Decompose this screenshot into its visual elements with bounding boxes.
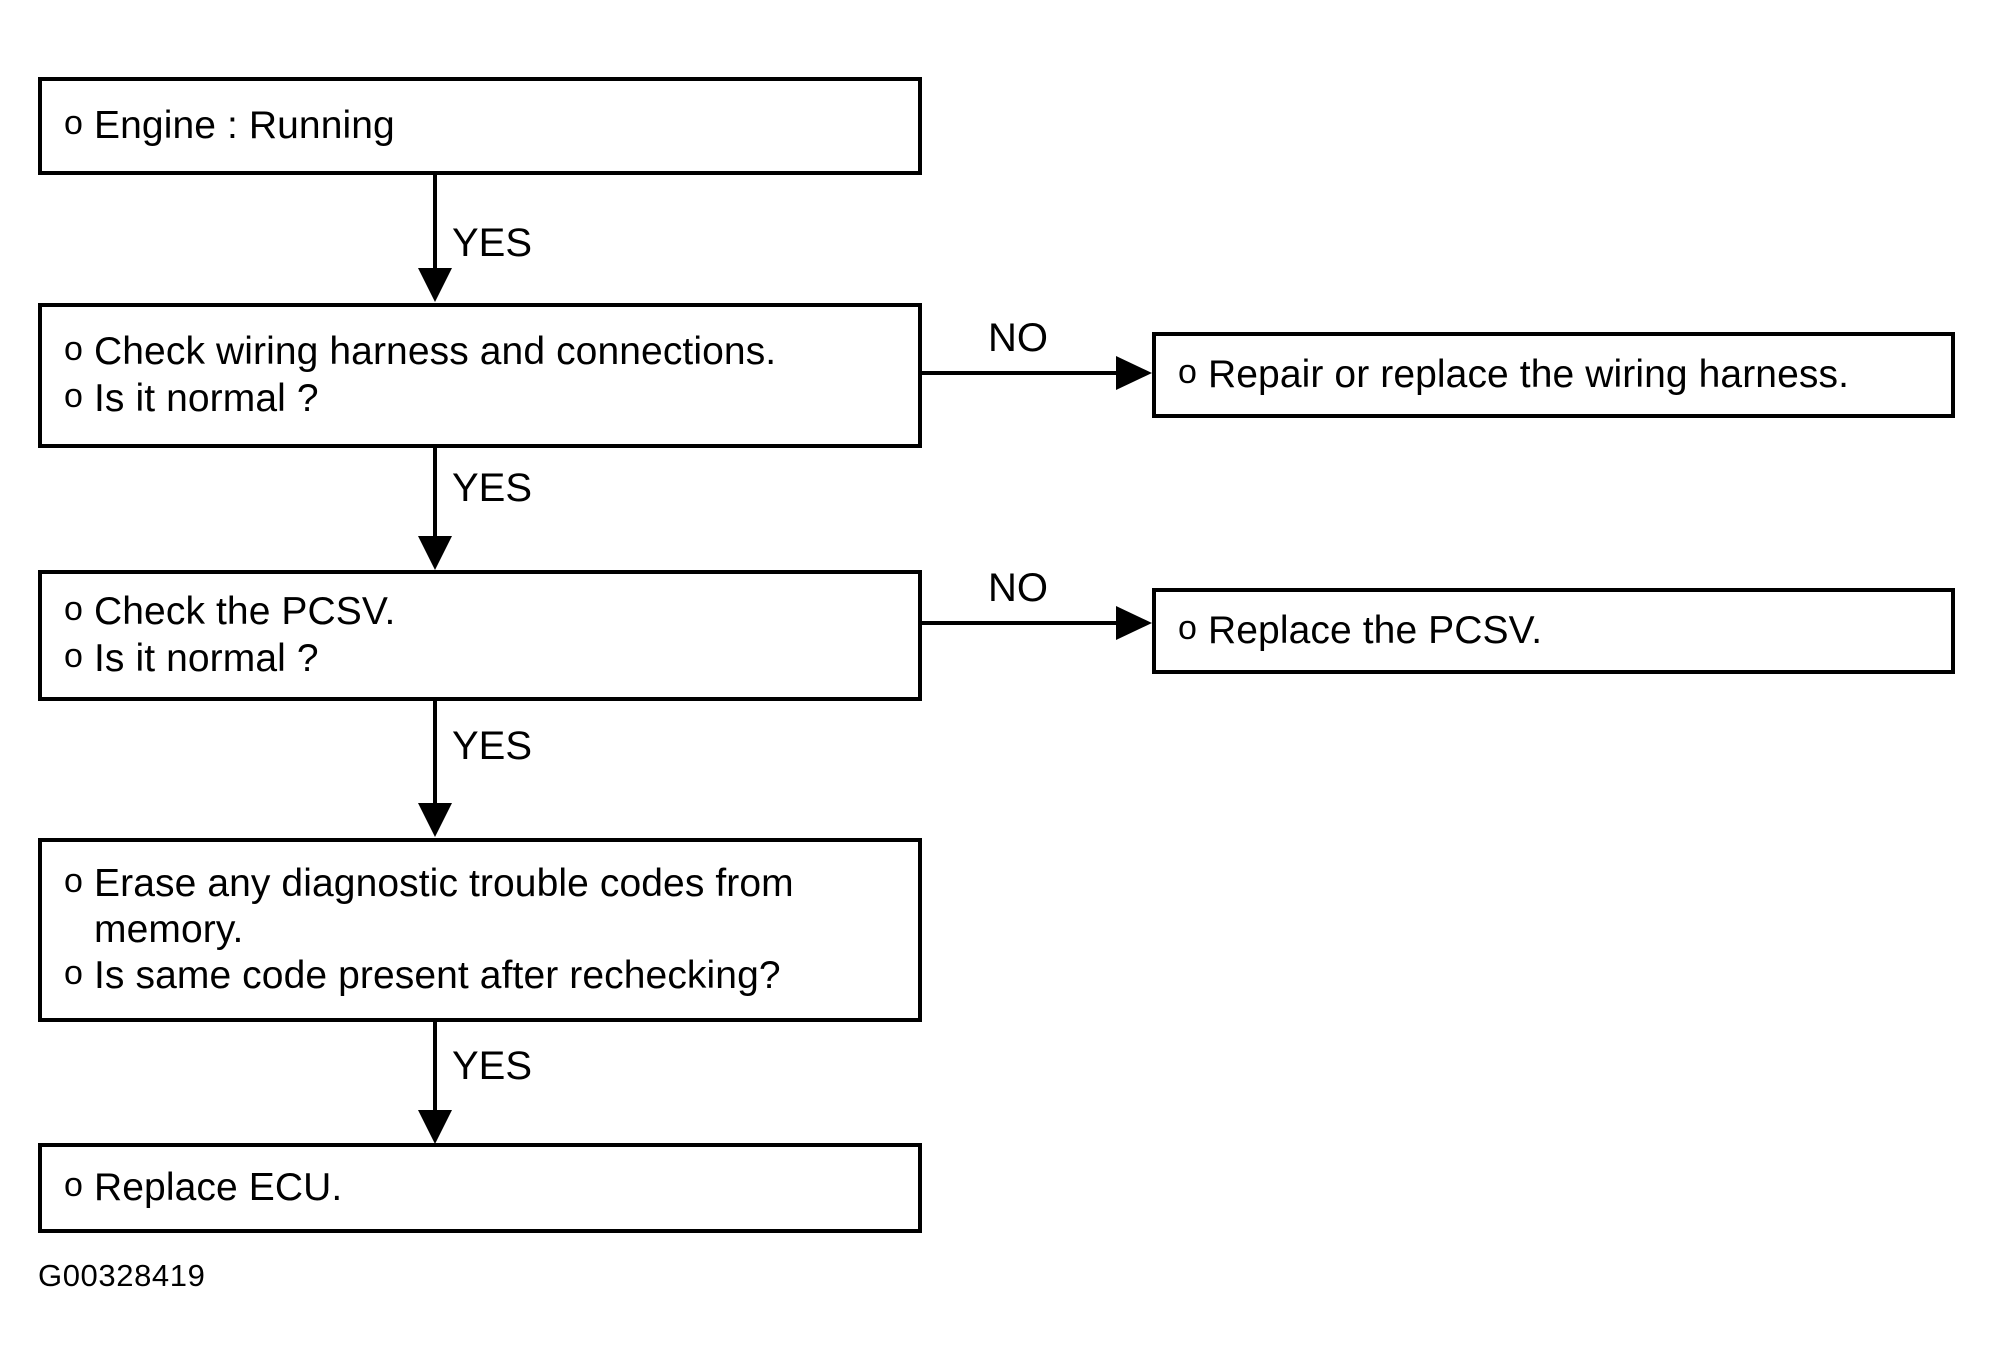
- node-text: Is same code present after rechecking?: [94, 954, 781, 997]
- node-check-pcsv: o Check the PCSV. o Is it normal ?: [38, 570, 922, 701]
- node-line: o Engine : Running: [42, 103, 918, 149]
- edge-label-yes-3: YES: [452, 724, 533, 768]
- connector-yes-3: [433, 701, 437, 805]
- bullet-icon: o: [64, 376, 84, 415]
- connector-no-1: [922, 371, 1122, 375]
- edge-label-yes-4: YES: [452, 1044, 533, 1088]
- edge-label-yes-1: YES: [452, 221, 533, 265]
- arrowhead-down-2: [418, 536, 452, 570]
- node-line: o Is same code present after rechecking?: [42, 953, 918, 999]
- node-text: Is it normal ?: [94, 376, 319, 420]
- bullet-icon: o: [64, 590, 84, 629]
- bullet-icon: o: [64, 954, 84, 992]
- bullet-icon: o: [64, 330, 84, 369]
- node-line: o Check the PCSV.: [42, 589, 918, 635]
- node-engine-running: o Engine : Running: [38, 77, 922, 175]
- node-line: o Check wiring harness and connections.: [42, 329, 918, 375]
- connector-yes-4: [433, 1022, 437, 1112]
- node-text: Replace the PCSV.: [1208, 608, 1543, 652]
- edge-label-no-1: NO: [988, 316, 1048, 360]
- arrowhead-right-2: [1116, 606, 1152, 640]
- node-text: Replace ECU.: [94, 1165, 343, 1209]
- node-replace-pcsv: o Replace the PCSV.: [1152, 588, 1955, 674]
- bullet-icon: o: [1178, 608, 1198, 647]
- node-repair-wiring: o Repair or replace the wiring harness.: [1152, 332, 1955, 418]
- node-text: Check the PCSV.: [94, 590, 396, 634]
- bullet-icon: o: [64, 636, 84, 675]
- connector-yes-1: [433, 175, 437, 270]
- node-line: o Is it normal ?: [42, 376, 918, 422]
- node-text: Check wiring harness and connections.: [94, 330, 777, 374]
- node-line: o Erase any diagnostic trouble codes fro…: [42, 861, 918, 953]
- arrowhead-down-4: [418, 1110, 452, 1144]
- node-line: o Replace the PCSV.: [1156, 608, 1951, 654]
- connector-yes-2: [433, 448, 437, 538]
- edge-label-yes-2: YES: [452, 466, 533, 510]
- connector-no-2: [922, 621, 1122, 625]
- figure-id-label: G00328419: [38, 1258, 206, 1293]
- node-line: o Repair or replace the wiring harness.: [1156, 352, 1951, 398]
- node-check-wiring: o Check wiring harness and connections. …: [38, 303, 922, 448]
- node-text: Engine : Running: [94, 103, 395, 147]
- bullet-icon: o: [64, 861, 84, 900]
- arrowhead-down-1: [418, 268, 452, 302]
- node-text: Is it normal ?: [94, 636, 319, 680]
- arrowhead-right-1: [1116, 356, 1152, 390]
- edge-label-no-2: NO: [988, 566, 1048, 610]
- node-line: o Is it normal ?: [42, 636, 918, 682]
- node-line: o Replace ECU.: [42, 1165, 918, 1211]
- arrowhead-down-3: [418, 803, 452, 837]
- bullet-icon: o: [64, 103, 84, 142]
- bullet-icon: o: [64, 1165, 84, 1204]
- node-text: Repair or replace the wiring harness.: [1208, 352, 1850, 396]
- bullet-icon: o: [1178, 352, 1198, 391]
- node-replace-ecu: o Replace ECU.: [38, 1143, 922, 1233]
- node-erase-codes: o Erase any diagnostic trouble codes fro…: [38, 838, 922, 1022]
- node-text: Erase any diagnostic trouble codes from …: [94, 861, 794, 951]
